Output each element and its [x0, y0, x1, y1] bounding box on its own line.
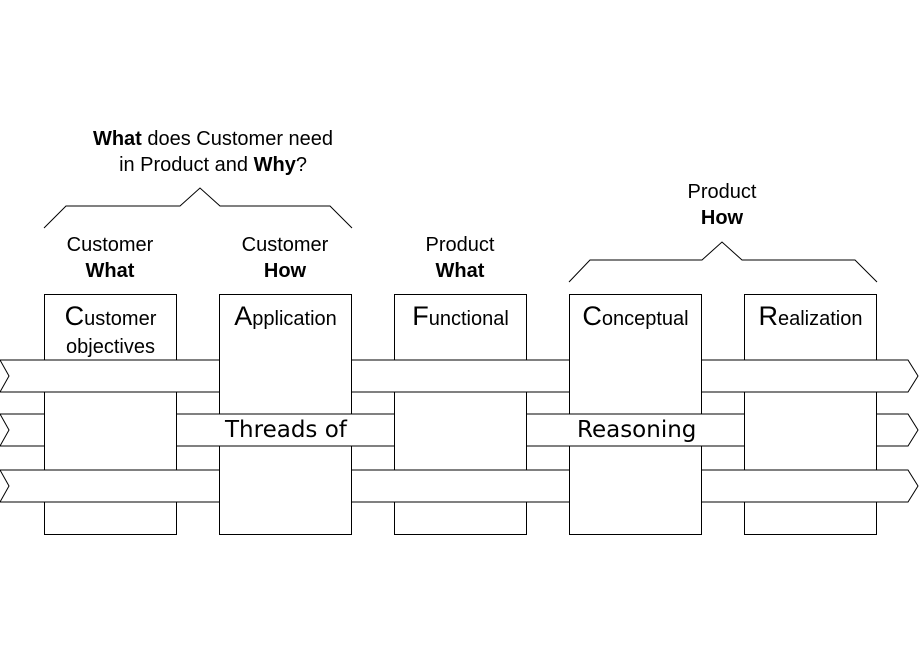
customer-brace — [43, 187, 353, 229]
box-title-application: Application — [234, 301, 337, 331]
customer-question-label: What does Customer need in Product and W… — [92, 128, 334, 176]
view-label-product-what: Product What — [425, 234, 495, 282]
view-label-customer-how: Customer How — [241, 234, 329, 282]
product-how-label: Product How — [687, 181, 757, 229]
weave-application-over-bottom — [220, 469, 351, 503]
weave-application-over-top — [220, 359, 351, 393]
product-brace — [568, 241, 878, 283]
threads-of-text: Threads of — [225, 417, 347, 443]
thread-arrow-bottom — [0, 469, 919, 503]
weave-customer-over-middle — [45, 413, 176, 447]
weave-functional-over-middle — [395, 413, 526, 447]
box-title-functional: Functional — [412, 301, 509, 331]
thread-arrow-top — [0, 359, 919, 393]
weave-conceptual-over-bottom — [570, 469, 701, 503]
box-title-realization: Realization — [758, 301, 863, 331]
reasoning-text: Reasoning — [577, 417, 697, 443]
box-title-customer-objectives: Customer objectives — [64, 301, 157, 358]
weave-realization-over-middle — [745, 413, 876, 447]
view-label-customer-what: Customer What — [66, 234, 154, 282]
weave-conceptual-over-top — [570, 359, 701, 393]
box-title-conceptual: Conceptual — [582, 301, 689, 331]
